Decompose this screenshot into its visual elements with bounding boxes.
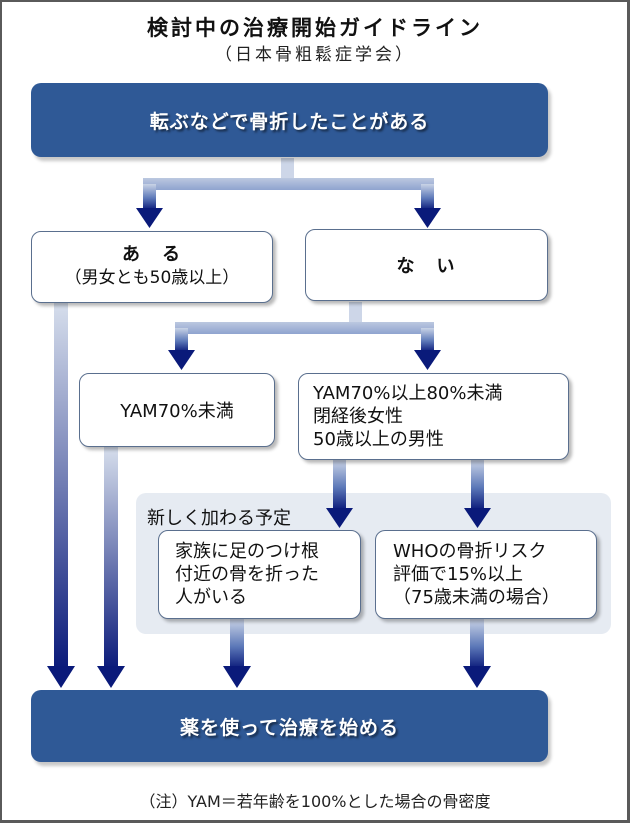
connector-shaft [471,460,484,510]
arrow-shaft-family [230,619,244,669]
footnote: （注）YAM＝若年齢を100%とした場合の骨密度 [139,792,491,811]
end-node: 薬を使って治療を始める [31,690,548,762]
arrows-into-panel [326,460,491,528]
split-connector-top [136,158,441,228]
arrow-yes-to-end [47,666,75,688]
yam-70-80-line: YAM70%以上80%未満 [313,383,503,404]
who-risk-line: 評価で15%以上 [393,564,524,585]
connector-bar [143,178,434,190]
new-criteria-label: 新しく加わる予定 [147,508,291,529]
family-fracture-line: 家族に足のつけ根 [175,541,319,562]
yam-70-80-line: 閉経後女性 [313,406,403,427]
who-risk-line: （75歳未満の場合） [393,587,560,608]
connector-stem [281,158,294,180]
connector-left-shaft [175,328,188,352]
connector-right-shaft [421,184,434,210]
yes-node-label: あ る [122,244,182,265]
end-node-label: 薬を使って治療を始める [179,716,400,739]
yam-70-80-node: YAM70%以上80%未満 閉経後女性 50歳以上の男性 [298,373,569,460]
arrow-shaft-who [470,619,484,669]
yes-node-sublabel: （男女とも50歳以上） [64,268,240,288]
arrow-to-yam-below70 [168,350,195,370]
who-risk-line: WHOの骨折リスク [393,541,547,562]
connector-shaft [333,460,346,510]
yam-70-80-line: 50歳以上の男性 [313,429,444,450]
connector-right-shaft [421,328,434,352]
who-risk-node: WHOの骨折リスク 評価で15%以上 （75歳未満の場合） [375,530,597,619]
connector-bar [175,322,434,334]
family-fracture-node: 家族に足のつけ根 付近の骨を折った 人がいる [158,530,361,619]
yes-node: あ る （男女とも50歳以上） [31,231,273,303]
no-node: な い [305,229,548,301]
arrow-to-yes [136,208,163,228]
yam-below70-label: YAM70%未満 [120,401,234,422]
connector-stem [349,302,362,324]
long-arrow-shaft-yam-below70 [104,447,118,669]
arrow-to-who-risk [464,508,491,528]
start-node: 転ぶなどで骨折したことがある [31,83,548,157]
no-node-label: な い [396,256,457,277]
family-fracture-line: 人がいる [175,587,247,608]
long-arrow-shaft-yes [54,303,68,669]
family-fracture-line: 付近の骨を折った [175,564,319,585]
arrow-who-to-end [463,666,491,688]
diagram-subtitle: （日本骨粗鬆症学会） [215,45,415,65]
diagram-title: 検討中の治療開始ガイドライン [147,16,483,40]
arrows-to-end [47,303,491,688]
arrow-to-no [414,208,441,228]
start-node-label: 転ぶなどで骨折したことがある [149,110,430,133]
connector-left-shaft [143,184,156,210]
arrow-family-to-end [223,666,251,688]
yam-below70-node: YAM70%未満 [79,373,275,447]
split-connector-no [168,302,441,370]
arrow-yam-below70-to-end [97,666,125,688]
arrow-to-yam-70-80 [414,350,441,370]
arrow-to-family-fracture [326,508,353,528]
